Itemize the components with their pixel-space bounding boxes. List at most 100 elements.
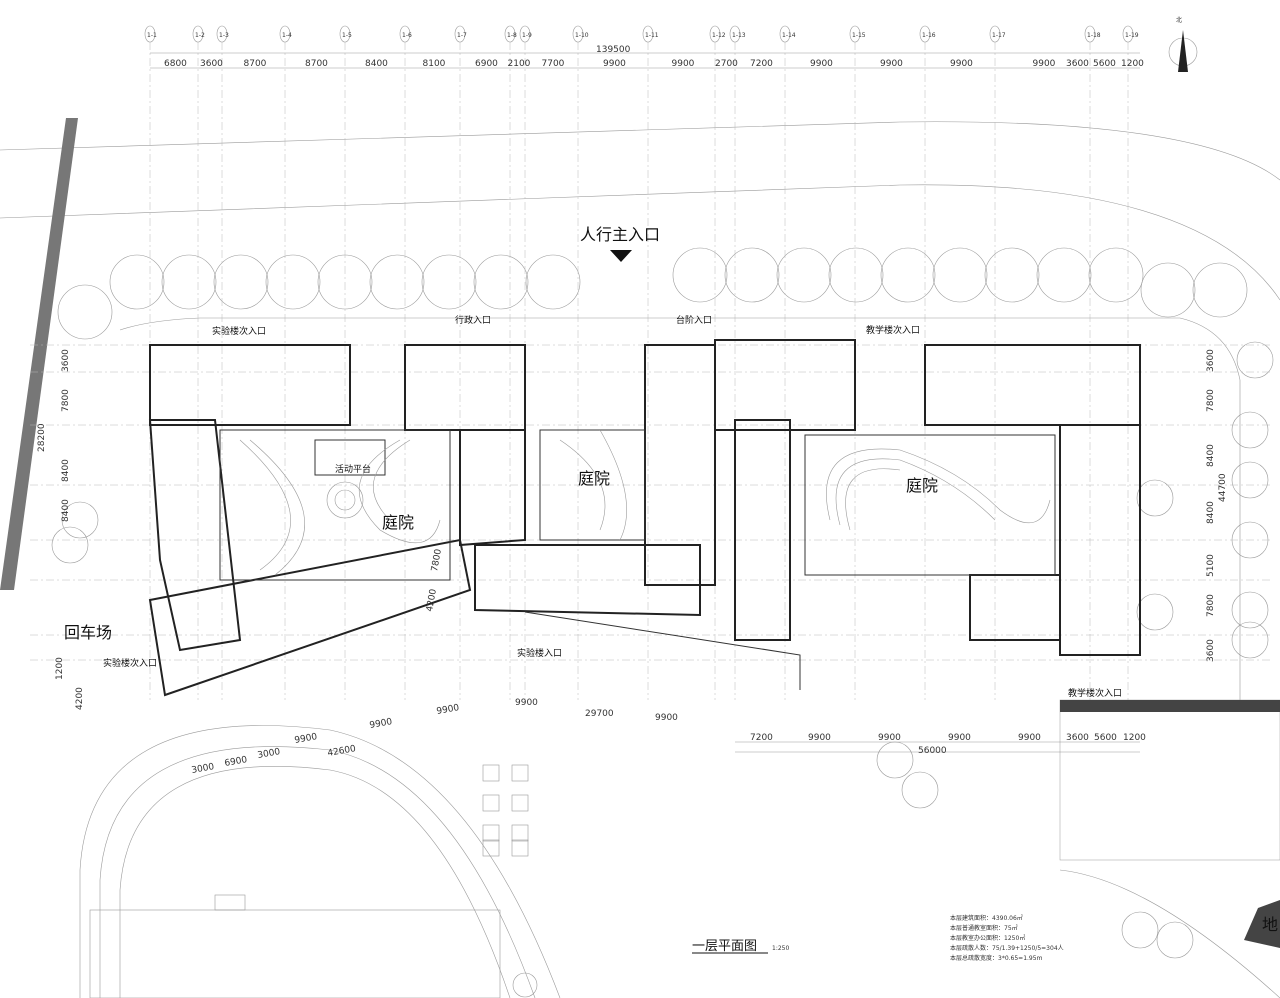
mid-dim: 4200 (425, 588, 439, 613)
right-dim: 44700 (1218, 473, 1228, 502)
courtyard-label: 庭院 (906, 476, 938, 495)
top-dim: 5600 (1093, 59, 1116, 69)
area-note: 本层建筑面积：4390.06㎡ (950, 914, 1023, 922)
bottom-mid-dim: 29700 (585, 709, 614, 719)
tree-icon (828, 247, 884, 303)
axis-bubble (1122, 25, 1134, 43)
drawing-title: 一层平面图 (692, 939, 757, 954)
axis-label: 1-18 (1087, 32, 1101, 39)
left-dim: 8400 (61, 499, 71, 522)
tree-icon (421, 254, 477, 310)
tree-icon (369, 254, 425, 310)
bottom-left-dim: 3000 (257, 747, 282, 761)
top-total-dim: 139500 (596, 45, 631, 55)
tree-icon (1156, 921, 1194, 959)
road-edge (0, 184, 1280, 301)
top-dim: 2700 (715, 59, 738, 69)
paving-square (511, 764, 529, 782)
tree-icon (61, 501, 99, 539)
bottom-right-total-dim: 56000 (918, 746, 947, 756)
bottom-left-dim: 9900 (436, 703, 461, 717)
axis-label: 1-19 (1125, 32, 1139, 39)
right-dim: 7800 (1206, 389, 1216, 412)
tree-icon (932, 247, 988, 303)
tree-icon (265, 254, 321, 310)
tree-icon (1088, 247, 1144, 303)
top-dim: 9900 (603, 59, 626, 69)
lab-secondary-entrance-label: 实验楼次入口 (212, 325, 266, 337)
tree-icon (1231, 591, 1269, 629)
axis-label: 1-15 (852, 32, 866, 39)
tree-icon (1231, 461, 1269, 499)
teaching-secondary-entrance-label: 教学楼次入口 (866, 324, 920, 336)
tree-icon (672, 247, 728, 303)
paving-square (482, 764, 500, 782)
paving-square (482, 839, 500, 857)
axis-label: 1-4 (282, 32, 292, 39)
bottom-right-dim: 9900 (1018, 733, 1041, 743)
paving-square (511, 824, 529, 842)
top-dim: 6800 (164, 59, 187, 69)
paving-square (482, 824, 500, 842)
tree-icon (1136, 593, 1174, 631)
axis-label: 1-8 (507, 32, 517, 39)
top-dim: 6900 (475, 59, 498, 69)
tree-row (51, 247, 1274, 959)
stair-entrance-label: 台阶入口 (676, 314, 712, 326)
courtyard-pattern (239, 429, 1051, 576)
turnaround-dim: 1200 (55, 657, 65, 680)
top-dim: 9900 (672, 59, 695, 69)
axis-label: 1-13 (732, 32, 746, 39)
tree-icon (1121, 911, 1159, 949)
bottom-mid-dim: 9900 (515, 698, 538, 708)
left-wall-strip (0, 118, 78, 590)
bottom-left-dim: 9900 (369, 717, 394, 731)
right-dim: 8400 (1206, 444, 1216, 467)
tree-icon (876, 741, 914, 779)
axis-bubble (519, 25, 531, 43)
tree-icon (1140, 262, 1196, 318)
paving-squares (482, 764, 529, 857)
left-dim: 8400 (61, 459, 71, 482)
road-edge (0, 121, 1280, 181)
tree-icon (525, 254, 581, 310)
top-dim: 3600 (1066, 59, 1089, 69)
axis-label: 1-10 (575, 32, 589, 39)
bottom-right-dim: 9900 (878, 733, 901, 743)
tree-icon (1136, 479, 1174, 517)
turnaround-dim: 4200 (75, 687, 85, 710)
axis-bubble (729, 25, 741, 43)
tree-icon (1236, 341, 1274, 379)
axis-bubble (454, 25, 466, 43)
building-walls (148, 339, 1141, 697)
axis-bubble (216, 25, 228, 43)
axis-label: 1-5 (342, 32, 352, 39)
axis-bubble (572, 25, 584, 43)
north-label: 北 (1176, 16, 1182, 24)
axis-bubble (504, 25, 516, 43)
top-dim: 7700 (542, 59, 565, 69)
axis-label: 1-16 (922, 32, 936, 39)
axis-bubble (849, 25, 861, 43)
land-label: 地 (1262, 915, 1278, 934)
area-note: 本层教室办公面积：1250㎡ (950, 934, 1025, 942)
axis-bubble (642, 25, 654, 43)
axis-bubble (339, 25, 351, 43)
paving-square (511, 794, 529, 812)
teaching-secondary-entrance-label: 教学楼次入口 (1068, 687, 1122, 699)
top-dim: 2100 (508, 59, 531, 69)
lab-secondary-entrance-label: 实验楼次入口 (103, 657, 157, 669)
tree-icon (473, 254, 529, 310)
bottom-right-dim: 9900 (808, 733, 831, 743)
axis-label: 1-14 (782, 32, 796, 39)
axis-label: 1-12 (712, 32, 726, 39)
left-dim: 3600 (61, 349, 71, 372)
axis-label: 1-3 (219, 32, 229, 39)
top-dim: 8700 (244, 59, 267, 69)
bottom-left-dim: 3000 (191, 762, 216, 776)
top-dim: 8700 (305, 59, 328, 69)
bottom-mid-dim: 9900 (655, 713, 678, 723)
right-dim: 5100 (1206, 554, 1216, 577)
axis-label: 1-2 (195, 32, 205, 39)
courtyard-label: 庭院 (578, 469, 610, 488)
